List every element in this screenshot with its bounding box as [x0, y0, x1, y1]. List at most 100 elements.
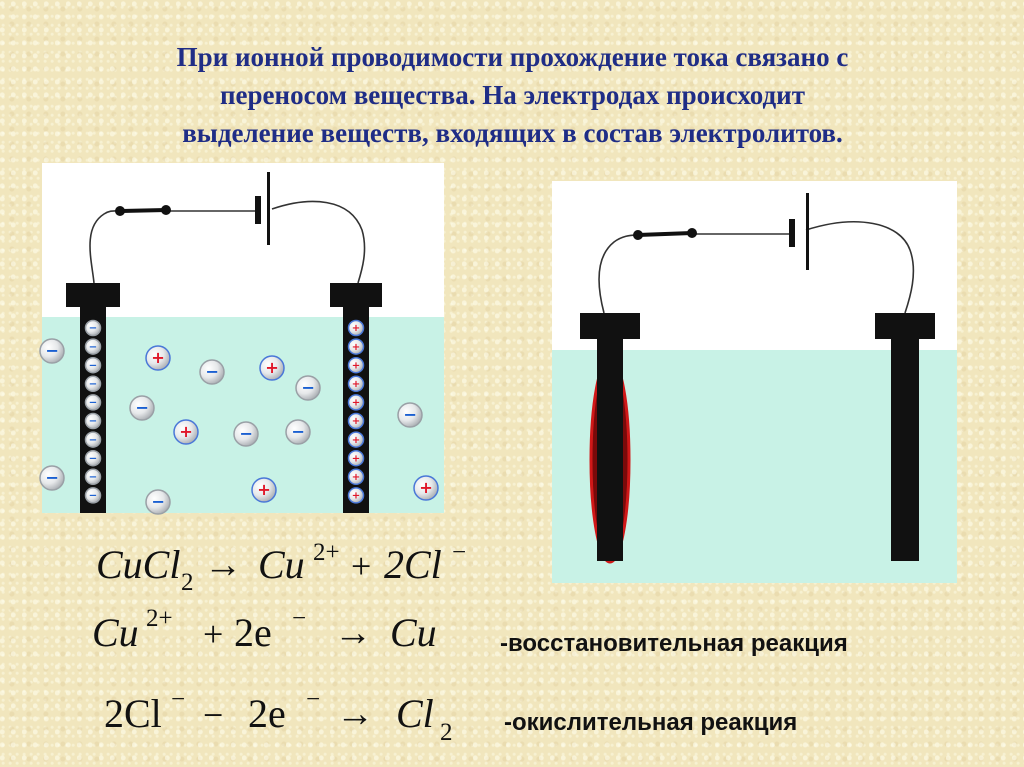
- electron-charge: −: [84, 412, 102, 430]
- cation-ion: +: [251, 477, 277, 503]
- svg-text:−: −: [403, 405, 417, 424]
- svg-text:+: +: [352, 379, 360, 390]
- left-circuit-wire: [89, 200, 366, 284]
- svg-text:+: +: [179, 422, 193, 441]
- eq2-superscript-cu: 2+: [146, 605, 173, 632]
- positive-charge: +: [347, 412, 365, 430]
- anode-positive-charges: + + + + + + + + + +: [347, 319, 365, 504]
- svg-text:+: +: [151, 348, 165, 367]
- svg-text:−: −: [89, 416, 97, 427]
- right-switch-icon: [633, 228, 697, 240]
- svg-text:+: +: [352, 342, 360, 353]
- eq3-term-cl2: Cl: [396, 691, 434, 736]
- eq3-term-cl: 2Cl: [104, 691, 162, 736]
- svg-text:+: +: [352, 360, 360, 371]
- svg-text:−: −: [89, 360, 97, 371]
- eq2-superscript-e: −: [292, 605, 306, 632]
- right-cathode-with-copper-deposit: [580, 313, 640, 564]
- eq3-term-electrons: 2e: [248, 691, 286, 736]
- equation-reduction: Cu 2+ + 2e − → Cu: [92, 605, 437, 655]
- electron-charge: −: [84, 487, 102, 504]
- svg-text:+: +: [352, 416, 360, 427]
- left-switch-icon: [115, 205, 171, 216]
- eq1-superscript-cl: −: [452, 539, 466, 566]
- svg-text:+: +: [352, 323, 360, 334]
- positive-charge: +: [347, 356, 365, 374]
- electron-charge: −: [84, 356, 102, 374]
- cation-ion: +: [259, 355, 285, 381]
- eq2-plus: +: [203, 614, 223, 654]
- eq2-term-electrons: 2e: [234, 610, 272, 655]
- eq1-subscript: 2: [181, 569, 194, 596]
- right-circuit-wire: [598, 221, 915, 314]
- eq1-superscript-cu: 2+: [313, 539, 340, 566]
- svg-text:−: −: [89, 342, 97, 353]
- reduction-label: -восстановительная реакция: [500, 630, 848, 657]
- svg-text:+: +: [352, 435, 360, 446]
- svg-text:−: −: [239, 424, 253, 443]
- eq3-superscript-e: −: [306, 686, 320, 713]
- svg-text:−: −: [205, 362, 219, 381]
- svg-text:−: −: [89, 472, 97, 483]
- title-line-3: выделение веществ, входящих в состав эле…: [182, 118, 843, 148]
- svg-text:−: −: [89, 398, 97, 409]
- positive-charge: +: [347, 487, 365, 504]
- svg-text:−: −: [89, 379, 97, 390]
- left-electrolyte: [42, 317, 444, 513]
- positive-charge: +: [347, 394, 365, 411]
- electron-charge: −: [84, 375, 102, 393]
- eq3-subscript: 2: [440, 719, 453, 746]
- cation-ion: +: [413, 475, 439, 501]
- right-cell-diagram: [552, 181, 957, 583]
- electron-charge: −: [84, 394, 102, 411]
- oxidation-label: -окислительная реакция: [504, 709, 798, 736]
- cation-ion: +: [145, 345, 171, 371]
- electron-charge: −: [84, 468, 102, 486]
- anion-ion: −: [199, 359, 225, 385]
- anion-ion: −: [145, 489, 171, 515]
- anion-ion: −: [285, 419, 311, 445]
- svg-text:+: +: [419, 478, 433, 497]
- electron-charge: −: [84, 431, 102, 448]
- svg-text:−: −: [89, 453, 97, 464]
- anion-ion: −: [129, 395, 155, 421]
- left-battery-icon: [255, 172, 270, 245]
- eq2-arrow: →: [334, 612, 372, 654]
- anion-ion: −: [39, 338, 65, 364]
- eq1-arrow: →: [204, 544, 242, 586]
- svg-text:−: −: [301, 378, 315, 397]
- title-line-2: переносом вещества. На электродах происх…: [220, 80, 805, 110]
- svg-text:+: +: [352, 398, 360, 409]
- equation-dissociation: CuCl 2 → Cu 2+ + 2Cl −: [96, 539, 466, 596]
- eq2-term-cu: Cu: [92, 610, 139, 655]
- svg-text:−: −: [89, 435, 97, 446]
- right-battery-icon: [789, 193, 809, 270]
- anion-ion: −: [233, 421, 259, 447]
- svg-text:−: −: [45, 468, 59, 487]
- svg-text:+: +: [352, 472, 360, 483]
- svg-text:+: +: [352, 453, 360, 464]
- positive-charge: +: [347, 375, 365, 393]
- positive-charge: +: [347, 431, 365, 448]
- eq1-term-cl: 2Cl: [384, 542, 442, 587]
- eq3-superscript-cl: −: [171, 686, 185, 713]
- svg-text:−: −: [291, 422, 305, 441]
- svg-text:+: +: [257, 480, 271, 499]
- anion-ion: −: [397, 402, 423, 428]
- cation-ion: +: [173, 419, 199, 445]
- svg-text:−: −: [89, 491, 97, 502]
- svg-text:−: −: [151, 492, 165, 511]
- cathode-negative-charges: − − − − − − − − − −: [84, 319, 102, 504]
- electron-charge: −: [84, 319, 102, 337]
- right-anode: [875, 313, 935, 561]
- slide-title: При ионной проводимости прохождение тока…: [40, 38, 985, 152]
- electrolyte-ions: − + − + − − + − − − − + + −: [39, 338, 439, 515]
- svg-text:+: +: [352, 491, 360, 502]
- svg-text:−: −: [135, 398, 149, 417]
- left-cell-diagram: − − − − − − − − − − + + + + + + + + + + − + − + − − + − − − − + + −: [39, 163, 444, 515]
- positive-charge: +: [347, 468, 365, 486]
- svg-text:+: +: [265, 358, 279, 377]
- anion-ion: −: [39, 465, 65, 491]
- title-line-1: При ионной проводимости прохождение тока…: [176, 42, 849, 72]
- eq3-arrow: →: [336, 693, 374, 735]
